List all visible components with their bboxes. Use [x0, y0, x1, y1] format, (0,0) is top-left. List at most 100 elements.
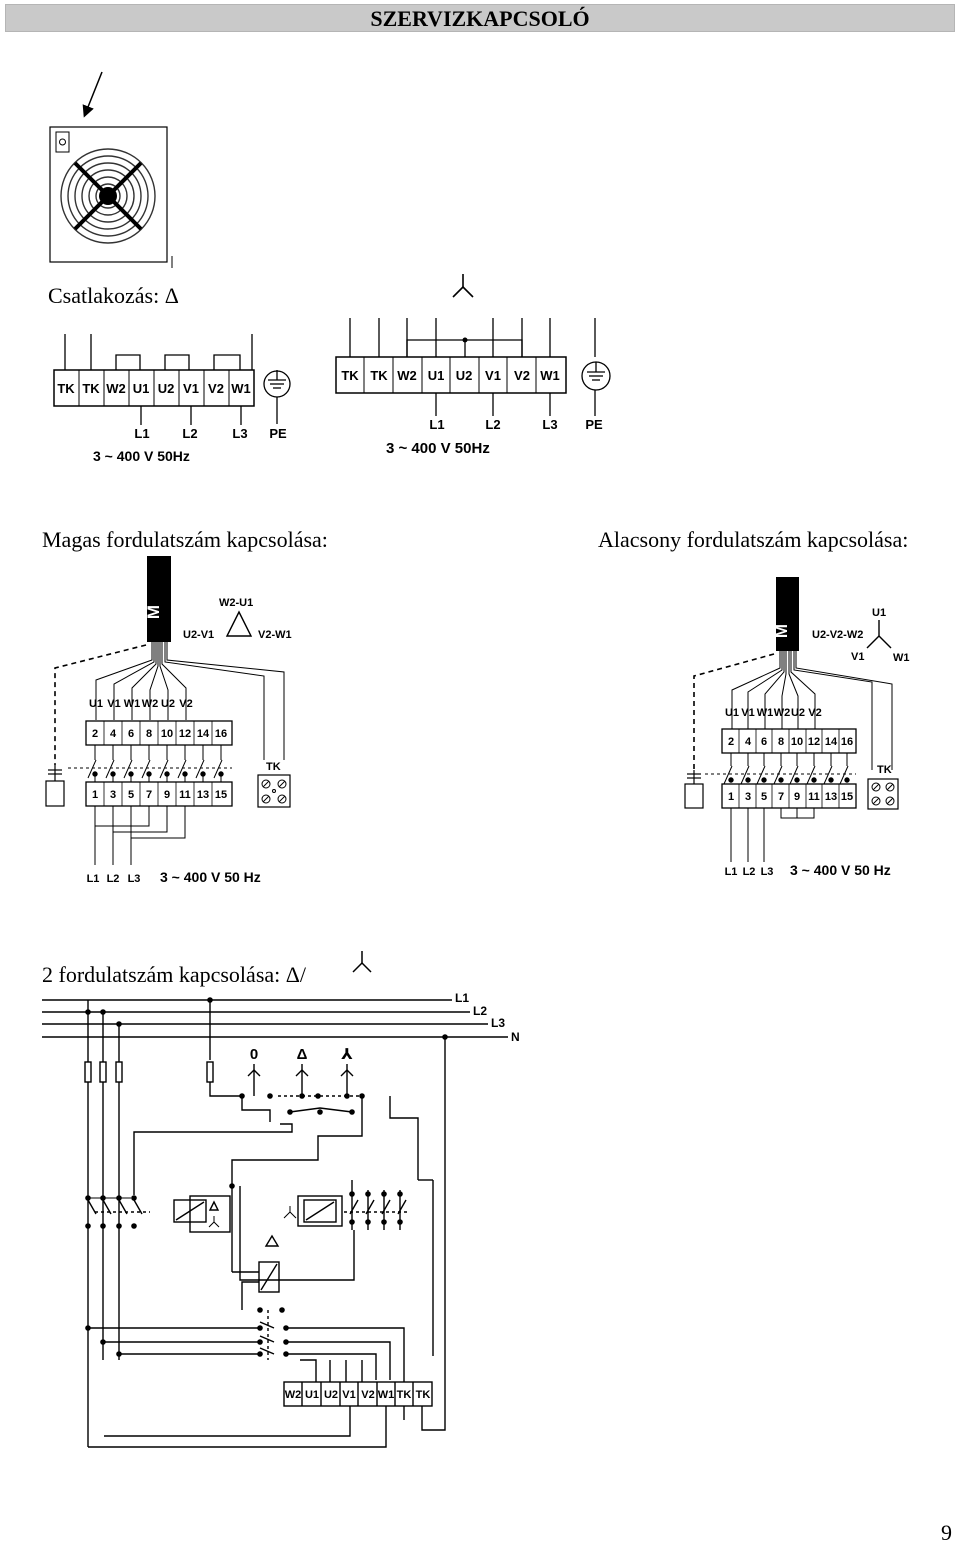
star-line: L2 — [485, 417, 500, 432]
star-symbol — [352, 951, 372, 973]
svg-text:U2: U2 — [161, 698, 175, 710]
svg-text:W2: W2 — [142, 698, 159, 710]
svg-text:2: 2 — [92, 728, 98, 740]
svg-text:16: 16 — [841, 736, 853, 748]
selector-label: ⅄ — [341, 1046, 353, 1063]
svg-text:14: 14 — [197, 728, 210, 740]
delta-coil-label: V2-W1 — [258, 629, 292, 641]
svg-text:14: 14 — [825, 736, 838, 748]
delta-line: PE — [269, 426, 287, 441]
high-speed-diagram: M W2-U1 U2-V1 V2-W1 U1 V1 W1 W2 U2 V2 — [45, 556, 292, 885]
delta-line: L3 — [232, 426, 247, 441]
svg-text:U2: U2 — [324, 1389, 338, 1401]
svg-text:8: 8 — [778, 736, 784, 748]
star-terminal: TK — [341, 368, 359, 383]
svg-text:10: 10 — [161, 728, 173, 740]
star-terminal: V2 — [514, 368, 530, 383]
star-line: PE — [585, 417, 603, 432]
two-speed-label: 2 fordulatszám kapcsolása: Δ/ — [42, 962, 307, 987]
svg-text:W2: W2 — [285, 1389, 302, 1401]
svg-text:TK: TK — [416, 1389, 431, 1401]
svg-text:L1: L1 — [87, 873, 100, 885]
svg-text:7: 7 — [778, 791, 784, 803]
svg-text:L3: L3 — [128, 873, 141, 885]
delta-terminal: U1 — [133, 381, 150, 396]
svg-text:W1: W1 — [893, 652, 910, 664]
star-terminal: U1 — [428, 368, 445, 383]
delta-line: L1 — [134, 426, 149, 441]
svg-text:12: 12 — [808, 736, 820, 748]
svg-text:5: 5 — [128, 789, 134, 801]
bus-label: N — [511, 1030, 520, 1044]
svg-text:L2: L2 — [107, 873, 120, 885]
svg-text:V1: V1 — [342, 1389, 355, 1401]
delta-terminal: W2 — [106, 381, 126, 396]
svg-text:V2: V2 — [361, 1389, 374, 1401]
svg-text:U1: U1 — [725, 707, 739, 719]
svg-text:8: 8 — [146, 728, 152, 740]
two-speed-schematic — [42, 999, 508, 1448]
svg-text:W1: W1 — [378, 1389, 395, 1401]
svg-text:U2-V2-W2: U2-V2-W2 — [812, 629, 863, 641]
star-terminal: W2 — [397, 368, 417, 383]
delta-terminal: U2 — [158, 381, 175, 396]
svg-text:V1: V1 — [107, 698, 120, 710]
svg-text:7: 7 — [146, 789, 152, 801]
star-line: L1 — [429, 417, 444, 432]
svg-text:L2: L2 — [743, 866, 756, 878]
svg-text:V1: V1 — [741, 707, 754, 719]
delta-terminal-block: TK TK W2 U1 U2 V1 V2 W1 L1 L2 L3 PE — [53, 334, 291, 464]
motor-label: M — [772, 624, 791, 638]
svg-text:10: 10 — [791, 736, 803, 748]
svg-text:V2: V2 — [179, 698, 192, 710]
svg-text:4: 4 — [110, 728, 117, 740]
svg-text:6: 6 — [761, 736, 767, 748]
svg-text:W2: W2 — [774, 707, 791, 719]
star-terminal: U2 — [456, 368, 473, 383]
low-speed-label: Alacsony fordulatszám kapcsolása: — [598, 527, 909, 552]
bus-label: L3 — [491, 1016, 505, 1030]
page-title: SZERVIZKAPCSOLÓ — [5, 4, 955, 32]
delta-coil-label: U2-V1 — [183, 629, 214, 641]
svg-text:V2: V2 — [808, 707, 821, 719]
svg-text:5: 5 — [761, 791, 767, 803]
delta-line: L2 — [182, 426, 197, 441]
high-speed-label: Magas fordulatszám kapcsolása: — [42, 527, 328, 552]
svg-text:U1: U1 — [305, 1389, 319, 1401]
svg-text:3: 3 — [745, 791, 751, 803]
selector-label: 0 — [250, 1046, 258, 1063]
delta-terminal: V2 — [208, 381, 224, 396]
motor-label: M — [144, 605, 163, 619]
delta-supply: 3 ~ 400 V 50Hz — [93, 448, 190, 464]
page-number: 9 — [941, 1520, 952, 1545]
svg-text:15: 15 — [841, 791, 853, 803]
svg-text:U1: U1 — [872, 607, 886, 619]
svg-text:6: 6 — [128, 728, 134, 740]
bus-label: L1 — [455, 991, 469, 1005]
star-symbol — [452, 274, 474, 298]
svg-text:L3: L3 — [761, 866, 774, 878]
svg-text:U1: U1 — [89, 698, 103, 710]
svg-text:L1: L1 — [725, 866, 738, 878]
svg-text:9: 9 — [164, 789, 170, 801]
delta-terminal: TK — [57, 381, 75, 396]
svg-text:15: 15 — [215, 789, 227, 801]
star-supply: 3 ~ 400 V 50Hz — [386, 440, 490, 457]
svg-text:13: 13 — [197, 789, 209, 801]
svg-text:TK: TK — [397, 1389, 412, 1401]
delta-terminal: V1 — [183, 381, 199, 396]
svg-text:9: 9 — [794, 791, 800, 803]
delta-terminal: W1 — [231, 381, 251, 396]
high-speed-supply: 3 ~ 400 V 50 Hz — [160, 869, 261, 885]
selector-label: Δ — [297, 1046, 308, 1063]
svg-text:16: 16 — [215, 728, 227, 740]
svg-text:4: 4 — [745, 736, 752, 748]
low-speed-supply: 3 ~ 400 V 50 Hz — [790, 862, 891, 878]
tk-label: TK — [266, 761, 281, 773]
bus-label: L2 — [473, 1004, 487, 1018]
star-line: L3 — [542, 417, 557, 432]
svg-text:3: 3 — [110, 789, 116, 801]
star-terminal: TK — [370, 368, 388, 383]
low-speed-diagram: M U1 U2-V2-W2 V1 W1 U1 V1 W1 W2 U2 V2 — [684, 577, 910, 878]
